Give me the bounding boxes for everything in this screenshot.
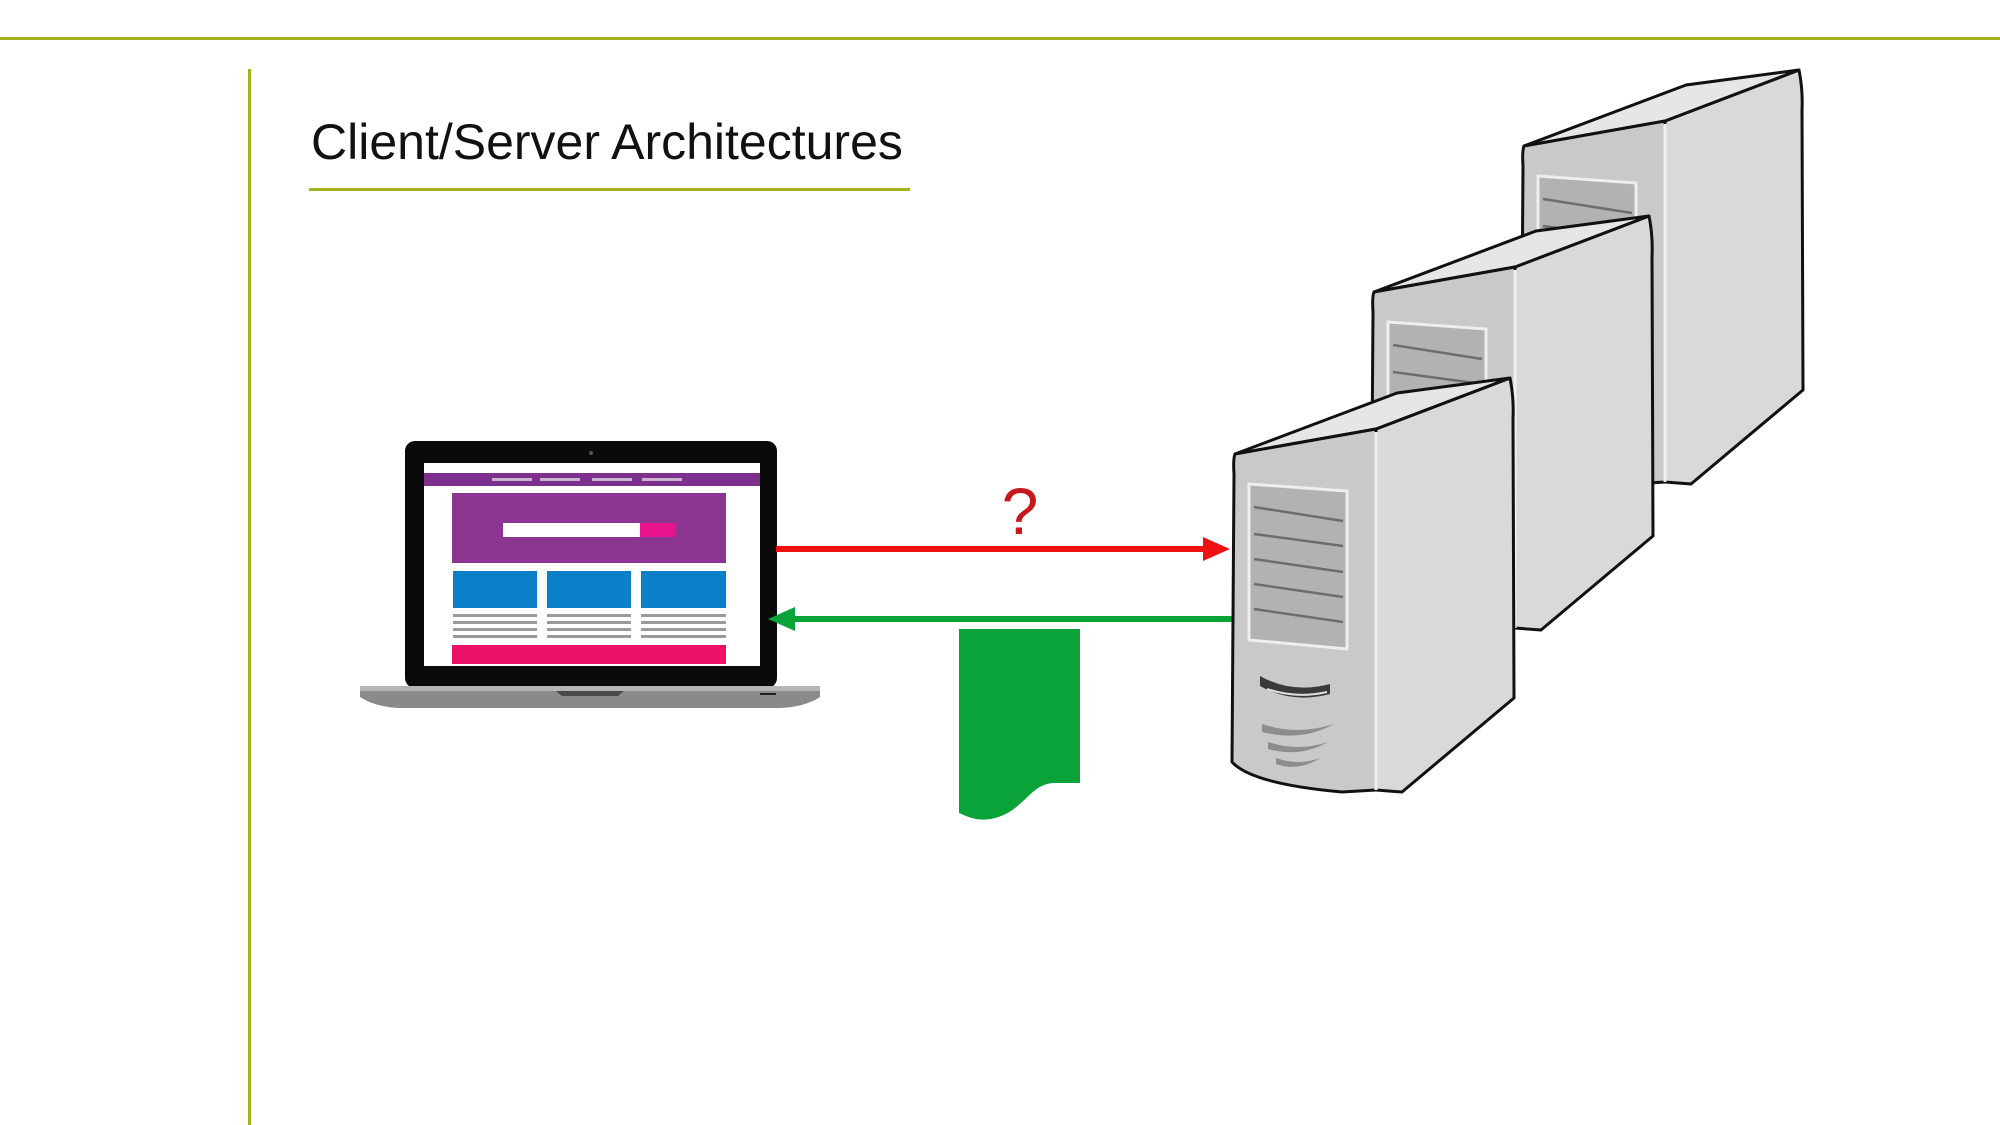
slide-title: Client/Server Architectures xyxy=(311,114,903,170)
document-icon xyxy=(959,629,1080,820)
request-arrow xyxy=(776,537,1230,561)
title-underline xyxy=(309,188,910,191)
top-divider xyxy=(0,37,2000,40)
server-stack-icon xyxy=(1230,68,1805,794)
server-front xyxy=(1230,376,1516,794)
left-divider xyxy=(248,69,251,1125)
response-arrow xyxy=(768,607,1235,631)
request-question-mark: ? xyxy=(1002,474,1039,548)
laptop-icon xyxy=(360,441,820,708)
